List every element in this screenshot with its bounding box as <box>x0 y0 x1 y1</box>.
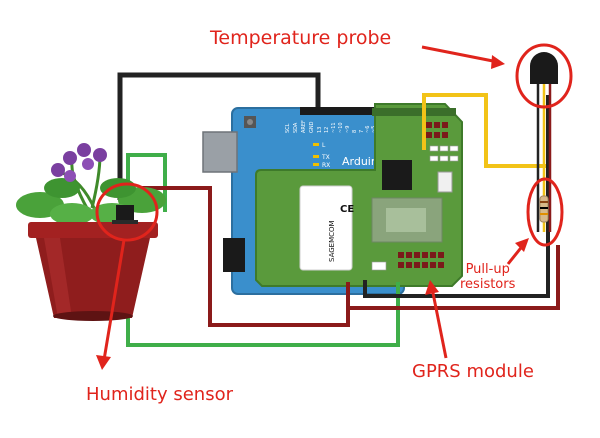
arrow-gprs-module <box>430 287 448 359</box>
led-label: RX <box>322 162 330 169</box>
pin-label: ~9 <box>345 126 351 133</box>
pin-label: GND <box>309 121 315 133</box>
wire-black-top <box>117 72 321 200</box>
pull-up-label-line1: Pull-up <box>465 262 510 277</box>
wire-yellow <box>422 93 546 168</box>
arrow-humidity-sensor <box>102 239 126 361</box>
humidity-sensor-label: Humidity sensor <box>86 384 233 405</box>
wire-black-bottom <box>363 95 550 298</box>
highlight-humidity-sensor <box>95 182 159 242</box>
highlight-pull-up-resistors <box>526 177 564 247</box>
status-leds: L TX RX <box>313 142 330 169</box>
gprs-shield: SAGEMCOM CE <box>255 103 463 287</box>
pull-up-resistors-label: Pull-up resistors <box>460 262 515 292</box>
arrow-temperature-probe <box>421 45 499 64</box>
sim-brand: SAGEMCOM <box>328 220 336 262</box>
pin-label: 13 <box>317 127 323 133</box>
shield-switches <box>371 145 459 271</box>
gprs-module-label: GPRS module <box>412 361 534 382</box>
pin-label: 8 <box>352 130 358 133</box>
ce-mark: CE <box>340 204 354 215</box>
pin-label: SDA <box>293 122 299 133</box>
header-pins <box>398 122 448 268</box>
pin-label: ~6 <box>365 126 371 133</box>
pull-up-label-line2: resistors <box>460 277 516 292</box>
temperature-probe-label: Temperature probe <box>210 27 392 49</box>
pull-up-resistors <box>539 195 549 223</box>
pin-label: ~10 <box>338 122 344 133</box>
pin-label: SCL <box>285 123 291 133</box>
led-label: L <box>322 142 326 149</box>
temperature-probe-icon <box>530 52 558 84</box>
pin-label: ~11 <box>331 122 337 133</box>
pin-label: AREF <box>301 120 307 133</box>
plant-pot-icon <box>16 143 166 321</box>
annotation-arrows <box>96 45 529 370</box>
pin-label: 7 <box>359 130 365 133</box>
humidity-sensor-icon <box>112 205 138 224</box>
pin-label: 12 <box>324 127 330 133</box>
wire-red <box>140 186 560 327</box>
led-label: TX <box>321 154 330 161</box>
highlight-temperature-probe <box>515 43 573 109</box>
